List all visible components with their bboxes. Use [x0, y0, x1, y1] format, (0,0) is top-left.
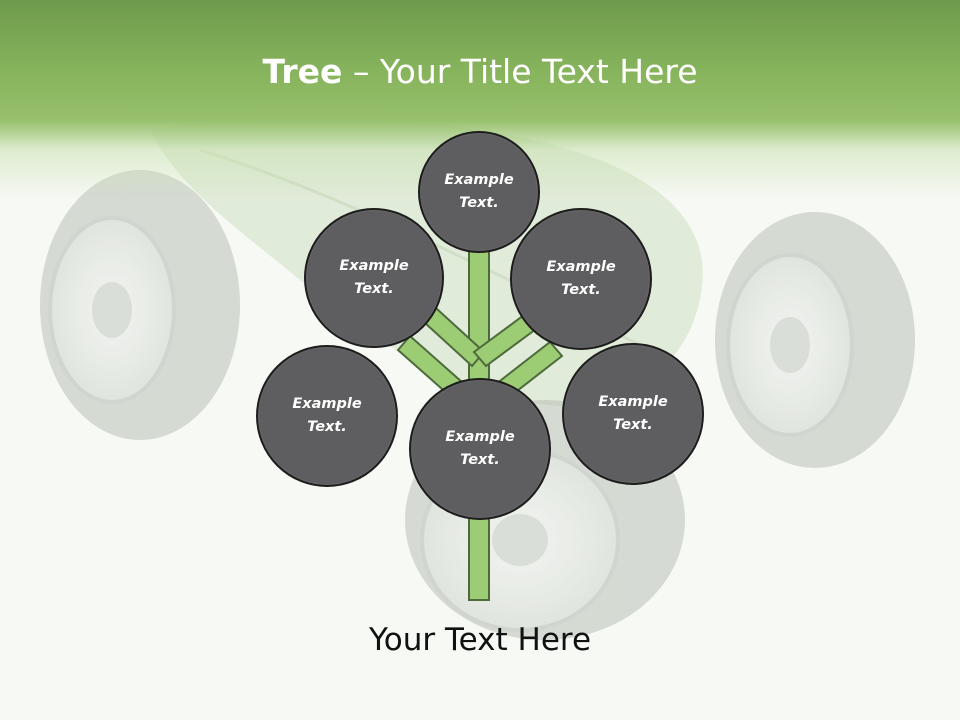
- tree-node-upper-left[interactable]: Example Text.: [304, 208, 444, 348]
- node-label: Example Text.: [598, 394, 668, 433]
- footer-text[interactable]: Your Text Here: [368, 622, 592, 658]
- tree-node-upper-right[interactable]: Example Text.: [510, 208, 652, 350]
- node-label: Example Text.: [444, 172, 514, 211]
- tree-node-top[interactable]: Example Text.: [418, 131, 540, 253]
- slide-title[interactable]: Tree – Your Title Text Here: [0, 52, 960, 91]
- node-label: Example Text.: [339, 258, 409, 297]
- right-tire-image: [715, 212, 915, 468]
- node-label: Example Text.: [546, 259, 616, 298]
- node-label: Example Text.: [292, 396, 362, 435]
- title-rest: – Your Title Text Here: [342, 52, 698, 91]
- left-tire-image: [40, 170, 240, 440]
- node-label: Example Text.: [445, 429, 515, 468]
- title-bold: Tree: [262, 52, 343, 91]
- tree-node-lower-right[interactable]: Example Text.: [562, 343, 704, 485]
- tree-node-lower-left[interactable]: Example Text.: [256, 345, 398, 487]
- tree-node-center[interactable]: Example Text.: [409, 378, 551, 520]
